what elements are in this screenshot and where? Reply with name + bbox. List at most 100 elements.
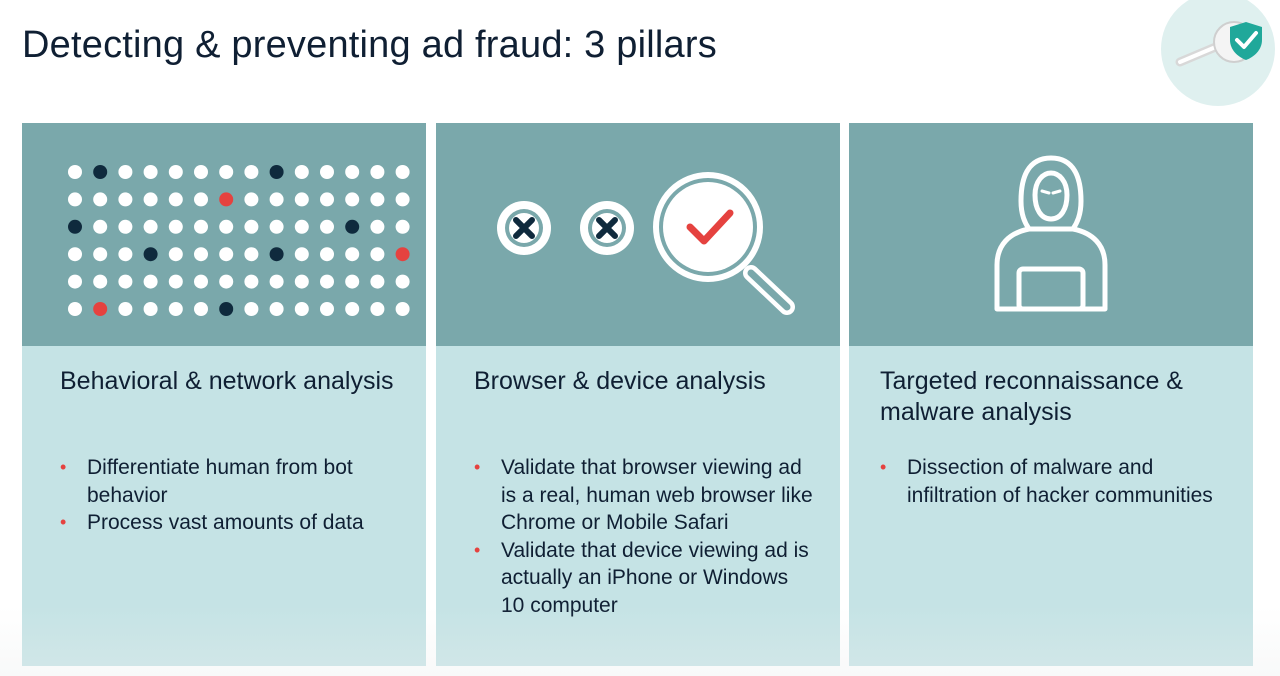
grid-dot (294, 165, 309, 179)
reject-x-icon (580, 201, 634, 255)
pillar-panel-reconnaissance: Targeted reconnaissance & malware analys… (849, 123, 1253, 666)
grid-dot (143, 165, 158, 179)
grid-dot (168, 219, 183, 234)
grid-dot (244, 302, 259, 316)
grid-dot (68, 165, 82, 179)
grid-dot (320, 302, 334, 316)
grid-dot (320, 274, 334, 289)
grid-dot (244, 192, 259, 207)
dot-grid-icon (68, 165, 410, 316)
grid-dot (395, 247, 410, 262)
grid-dot (320, 192, 334, 207)
grid-dot (93, 165, 108, 179)
grid-dot (395, 219, 410, 234)
grid-dot (194, 302, 208, 316)
grid-dot (194, 219, 208, 234)
bullet-list: •Dissection of malware and infiltration … (880, 454, 1220, 509)
grid-dot (345, 219, 360, 234)
grid-dot (143, 302, 158, 316)
bullet-icon: • (60, 457, 67, 477)
grid-dot (118, 302, 133, 316)
grid-dot (93, 247, 108, 262)
grid-dot (345, 302, 360, 316)
panel-text-area: Behavioral & network analysis •Different… (22, 346, 426, 666)
grid-dot (345, 247, 360, 262)
bullet-icon: • (880, 457, 887, 477)
grid-dot (370, 192, 385, 207)
bullet-icon: • (474, 539, 481, 560)
grid-dot (93, 274, 108, 289)
panel-text-area: Targeted reconnaissance & malware analys… (849, 346, 1253, 666)
grid-dot (118, 274, 133, 289)
grid-dot (244, 165, 259, 179)
grid-dot (118, 247, 133, 262)
grid-dot (219, 247, 234, 262)
grid-dot (194, 274, 208, 289)
grid-dot (143, 247, 158, 262)
grid-dot (68, 192, 82, 207)
pillar-panel-browser: Browser & device analysis •Validate that… (436, 123, 840, 666)
grid-dot (194, 247, 208, 262)
grid-dot (68, 219, 82, 234)
grid-dot (294, 219, 309, 234)
grid-dot (395, 302, 410, 316)
grid-dot (219, 192, 234, 207)
grid-dot (269, 247, 284, 262)
grid-dot (68, 302, 82, 316)
grid-dot (244, 219, 259, 234)
grid-dot (194, 192, 208, 207)
bullet-list: •Validate that browser viewing ad is a r… (474, 454, 814, 619)
grid-dot (294, 302, 309, 316)
grid-dot (269, 192, 284, 207)
bullet-item: •Validate that browser viewing ad is a r… (474, 456, 813, 534)
grid-dot (395, 274, 410, 289)
grid-dot (93, 192, 108, 207)
grid-dot (143, 192, 158, 207)
grid-dot (93, 302, 108, 316)
grid-dot (320, 219, 334, 234)
panel-heading: Behavioral & network analysis (60, 367, 394, 395)
grid-dot (320, 247, 334, 262)
panel-image-area (436, 123, 840, 346)
grid-dot (118, 192, 133, 207)
grid-dot (143, 274, 158, 289)
grid-dot (395, 165, 410, 179)
grid-dot (244, 247, 259, 262)
panel-image-area (22, 123, 426, 346)
grid-dot (143, 219, 158, 234)
grid-dot (118, 165, 133, 179)
grid-dot (320, 165, 334, 179)
grid-dot (219, 165, 234, 179)
grid-dot (294, 274, 309, 289)
magnifier-shield-logo-icon (1160, 0, 1276, 108)
magnifier-icon (653, 172, 795, 315)
grid-dot (219, 274, 234, 289)
grid-dot (294, 247, 309, 262)
grid-dot (370, 219, 385, 234)
panel-heading: Targeted reconnaissance & malware analys… (880, 367, 1183, 426)
hooded-hacker-icon (994, 155, 1108, 312)
grid-dot (194, 165, 208, 179)
pillar-panel-behavioral: Behavioral & network analysis •Different… (22, 123, 426, 666)
grid-dot (168, 302, 183, 316)
grid-dot (345, 165, 360, 179)
grid-dot (68, 274, 82, 289)
grid-dot (269, 219, 284, 234)
grid-dot (168, 192, 183, 207)
panel-heading: Browser & device analysis (474, 367, 766, 395)
grid-dot (93, 219, 108, 234)
grid-dot (269, 302, 284, 316)
grid-dot (168, 247, 183, 262)
grid-dot (244, 274, 259, 289)
bullet-icon: • (60, 512, 67, 532)
bullet-item: •Dissection of malware and infiltration … (880, 456, 1213, 507)
grid-dot (168, 274, 183, 289)
reject-x-icon (497, 201, 551, 255)
bullet-icon: • (474, 457, 481, 477)
panel-image-area (849, 123, 1253, 346)
magnifier-check-icon (497, 172, 795, 315)
grid-dot (370, 274, 385, 289)
grid-dot (118, 219, 133, 234)
slide-title: Detecting & preventing ad fraud: 3 pilla… (22, 24, 717, 66)
grid-dot (294, 192, 309, 207)
